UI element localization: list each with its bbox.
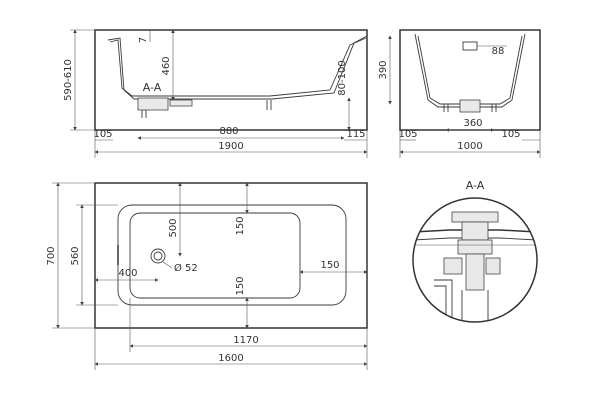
side-basin-inner xyxy=(107,35,368,100)
side-outer-body xyxy=(94,29,368,131)
end-basin-inner xyxy=(414,33,526,108)
top-outer-rim xyxy=(94,182,368,329)
dim-text-360: 360 xyxy=(463,118,482,129)
detail-view: A-A xyxy=(412,179,538,323)
dim-text-500: 500 xyxy=(168,218,179,237)
side-drain-trap xyxy=(169,99,193,107)
top-drain-inner xyxy=(153,251,163,261)
top-basin-floor xyxy=(129,212,301,299)
dim-text-560: 560 xyxy=(70,246,81,265)
dim-text-150-top: 150 xyxy=(235,216,246,235)
dim-text-105-left: 105 xyxy=(93,129,112,140)
side-view: A-A 590-610 460 7 80-100 105 880 115 190… xyxy=(63,29,368,158)
end-view: 88 390 360 105 105 1000 xyxy=(378,29,541,158)
end-drain-assembly xyxy=(459,99,481,113)
dim-text-150-right: 150 xyxy=(320,260,339,271)
dim-text-80-100: 80-100 xyxy=(337,60,348,95)
side-leg-right xyxy=(266,100,272,110)
dim-line-diameter xyxy=(162,261,173,269)
dim-text-diameter: Ø 52 xyxy=(174,262,198,274)
top-drain-icon xyxy=(150,248,166,264)
side-drain-assembly xyxy=(137,97,169,111)
dim-text-1000: 1000 xyxy=(457,141,482,152)
dim-text-7: 7 xyxy=(138,37,149,43)
end-drain-top xyxy=(462,41,478,51)
detail-section-label: A-A xyxy=(466,179,485,192)
detail-circle xyxy=(412,197,538,323)
dim-text-390: 390 xyxy=(378,60,389,79)
side-basin-profile xyxy=(109,37,367,97)
dim-text-end-105-left: 105 xyxy=(398,129,417,140)
dim-text-150-bottom: 150 xyxy=(235,276,246,295)
dim-text-400: 400 xyxy=(118,268,137,279)
dim-text-1900: 1900 xyxy=(218,141,243,152)
dim-text-880: 880 xyxy=(219,126,238,137)
dim-text-590-610: 590-610 xyxy=(63,59,74,101)
top-view: 700 560 500 150 400 Ø 52 150 150 1170 16 xyxy=(46,182,368,370)
dim-text-88: 88 xyxy=(492,46,505,57)
side-leg-left xyxy=(141,110,147,118)
dim-text-end-105-right: 105 xyxy=(501,129,520,140)
top-basin-outline xyxy=(117,204,347,306)
dim-text-1600: 1600 xyxy=(218,353,243,364)
end-outer-body xyxy=(399,29,541,131)
side-section-label: A-A xyxy=(143,81,162,94)
end-legs xyxy=(443,104,497,112)
dim-text-115: 115 xyxy=(346,129,365,140)
dim-text-460: 460 xyxy=(161,56,172,75)
dim-text-700: 700 xyxy=(46,246,57,265)
dim-text-1170: 1170 xyxy=(233,335,258,346)
